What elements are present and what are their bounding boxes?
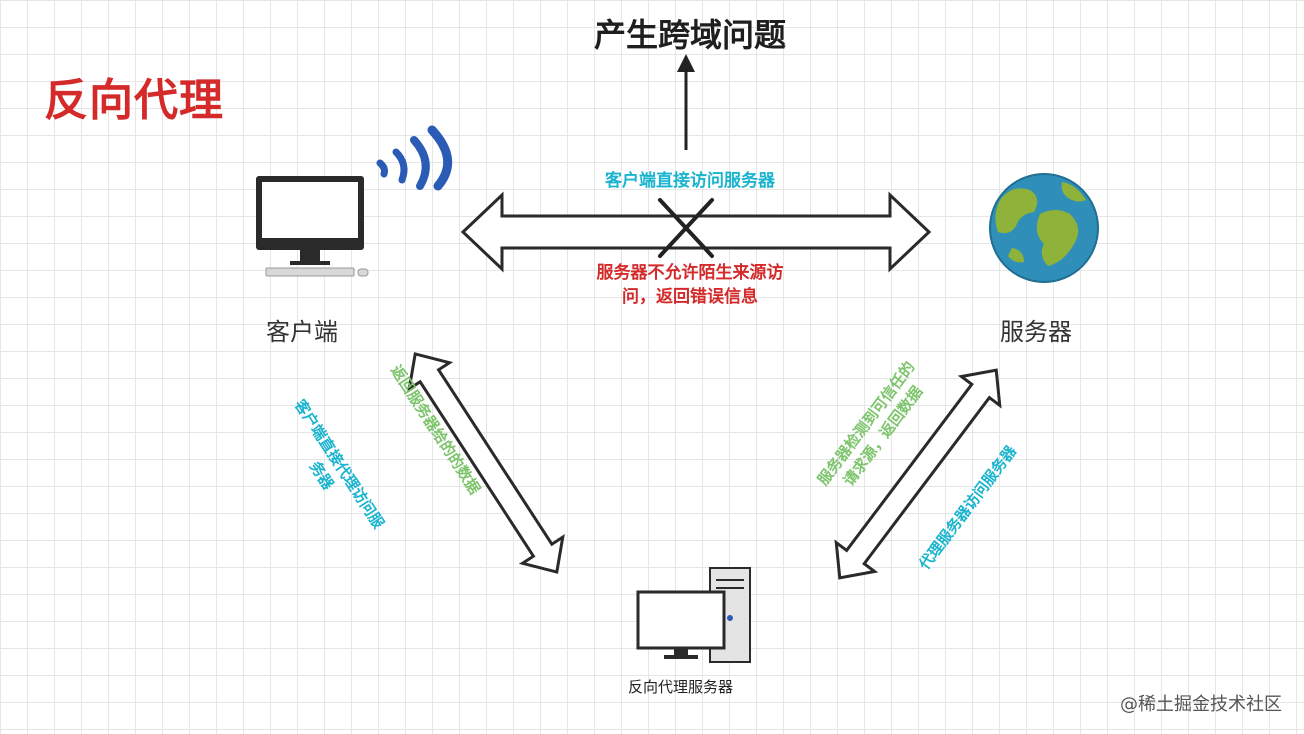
client-server-double-arrow [460,191,932,273]
watermark: @稀土掘金技术社区 [1120,694,1282,715]
cross-mark-icon [658,198,714,258]
page-title: 反向代理 [44,75,224,126]
proxy-server-icon [636,567,751,663]
client-monitor-icon [256,176,369,277]
server-proxy-double-arrow [834,368,1002,580]
rejected-label: 服务器不允许陌生来源访 问，返回错误信息 [596,263,784,307]
up-arrow [677,54,695,150]
cors-problem-label: 产生跨域问题 [593,16,786,54]
client-proxy-double-arrow [407,352,565,574]
wifi-signal-icon [376,125,453,191]
server-label: 服务器 [1000,318,1072,346]
direct-access-label: 客户端直接访问服务器 [605,171,775,191]
globe-icon [989,173,1099,283]
proxy-server-label: 反向代理服务器 [628,678,734,696]
client-label: 客户端 [266,318,338,346]
